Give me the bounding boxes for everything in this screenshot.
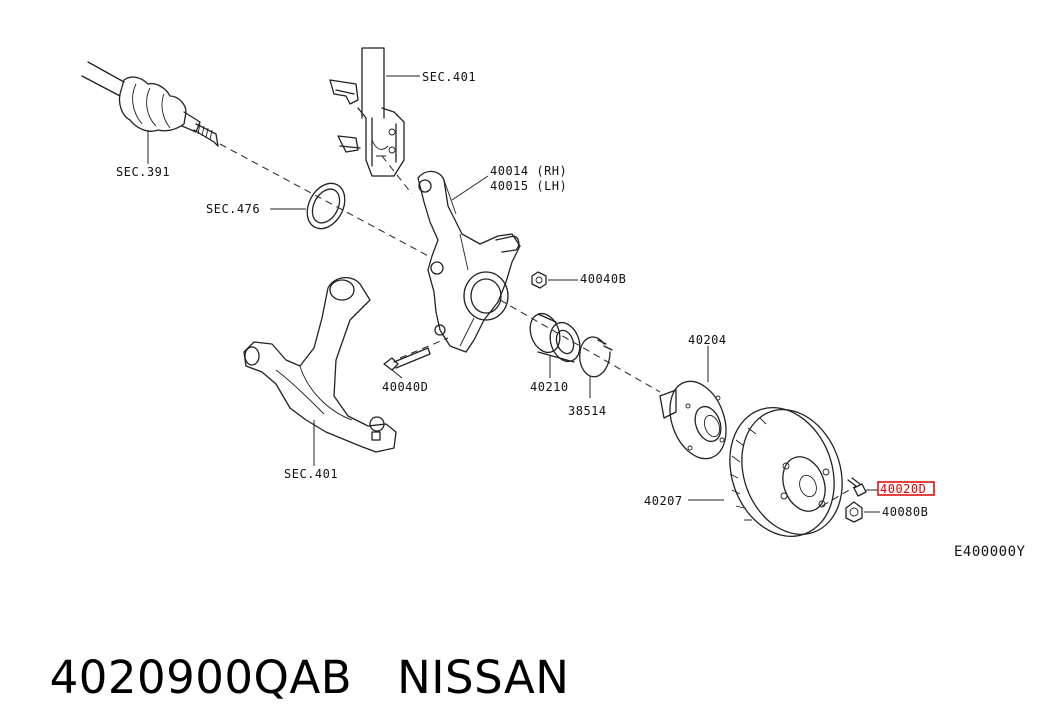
label-40204: 40204 bbox=[688, 333, 727, 347]
label-40015: 40015 (LH) bbox=[490, 179, 567, 193]
axis-line-bolt bbox=[399, 337, 449, 359]
axis-line-stud bbox=[821, 485, 857, 507]
label-40040b: 40040B bbox=[580, 272, 626, 286]
nut-40080b bbox=[845, 501, 863, 523]
strut-assembly bbox=[329, 47, 405, 177]
wheel-bearing bbox=[529, 312, 581, 363]
part-number: 4020900QAB bbox=[49, 651, 353, 704]
label-sec401-bottom: SEC.401 bbox=[284, 467, 338, 481]
lower-control-arm bbox=[243, 277, 397, 453]
leader-40040d bbox=[391, 369, 403, 379]
steering-knuckle bbox=[417, 170, 521, 353]
axis-line-strut bbox=[381, 155, 413, 195]
highlight-box bbox=[877, 481, 935, 496]
sensor-ring bbox=[306, 182, 346, 230]
label-sec391: SEC.391 bbox=[116, 165, 170, 179]
label-40014: 40014 (RH) bbox=[490, 164, 567, 178]
axis-line-upper bbox=[219, 143, 433, 259]
wheel-stud-40020d bbox=[847, 477, 867, 497]
label-40207: 40207 bbox=[644, 494, 683, 508]
snap-ring bbox=[579, 336, 613, 378]
caption: 4020900QAB NISSAN bbox=[20, 598, 569, 704]
label-40080b: 40080B bbox=[882, 505, 928, 519]
wheel-hub bbox=[659, 380, 727, 460]
label-sec476: SEC.476 bbox=[206, 202, 260, 216]
drive-shaft bbox=[81, 61, 219, 147]
label-40020d[interactable]: 40020D bbox=[880, 482, 926, 496]
brake-disc bbox=[729, 407, 843, 537]
label-40040d: 40040D bbox=[382, 380, 428, 394]
label-38514: 38514 bbox=[568, 404, 607, 418]
diagram-code: E400000Y bbox=[954, 544, 1026, 560]
bolt-40040d bbox=[383, 347, 431, 371]
label-sec401-top: SEC.401 bbox=[422, 70, 476, 84]
brand-name: NISSAN bbox=[397, 651, 570, 704]
nut-40040b bbox=[531, 271, 547, 289]
label-40210: 40210 bbox=[530, 380, 569, 394]
parts-diagram: SEC.391 SEC.401 SEC.476 40014 (RH) 40015… bbox=[81, 47, 1026, 560]
axis-line-lower bbox=[499, 299, 661, 393]
leader-40014 bbox=[451, 175, 489, 201]
